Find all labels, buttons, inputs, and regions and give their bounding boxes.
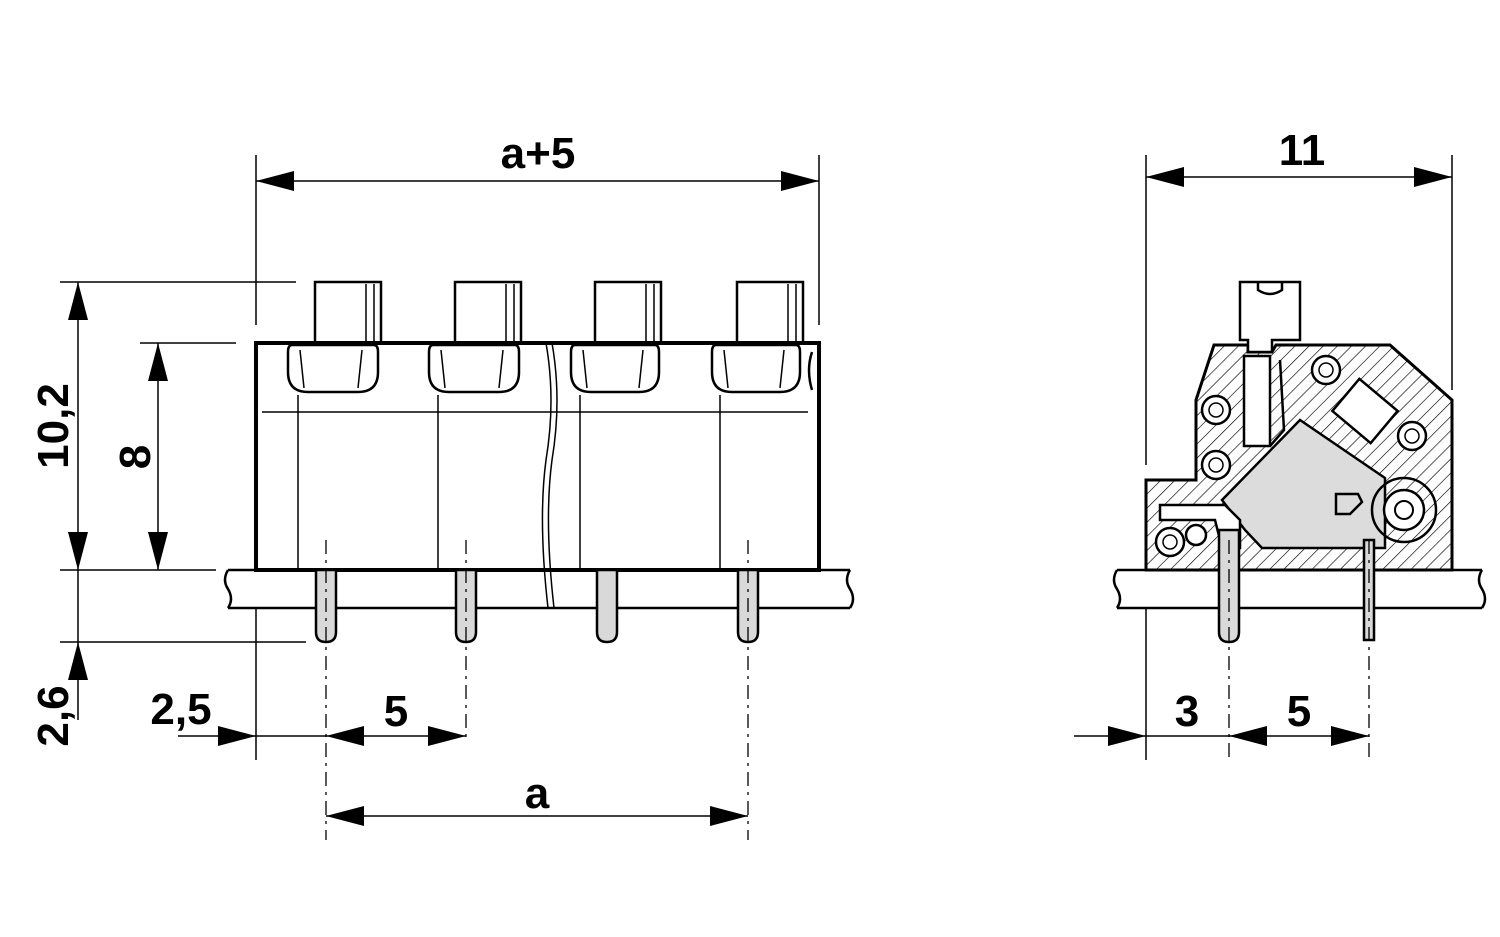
dim-a-plus-5: a+5 [256,129,819,191]
front-wire-openings [286,343,814,394]
dim-3-and-5: 3 5 [1074,687,1369,746]
dim-label-2-5: 2,5 [150,685,211,734]
side-pin-centerlines [1228,540,1370,760]
dim-label-2-6: 2,6 [29,685,78,746]
side-extension-lines [1145,155,1453,760]
dim-a: a [326,769,748,826]
dim-label-a: a [525,769,550,818]
side-clamp-spring [1220,418,1387,550]
dim-2-5-and-5: 2,5 5 [150,685,466,746]
dim-2-6: 2,6 [29,570,88,747]
dim-10-2: 10,2 [29,282,88,570]
front-pin-centerlines [325,540,749,840]
side-housing-holes [1154,354,1428,558]
dim-label-10-2: 10,2 [29,383,78,469]
side-pcb [1112,568,1487,610]
side-pins [1217,528,1376,644]
dim-8: 8 [111,343,168,570]
side-push-button [1238,280,1302,448]
front-break-line [541,342,552,609]
side-view: 11 3 5 [1074,126,1487,760]
front-housing [254,341,821,572]
front-section-lines [297,395,721,568]
front-extension-lines [60,155,820,760]
dim-label-8: 8 [111,445,160,469]
side-spring-coil [1370,476,1438,544]
dim-label-3: 3 [1175,687,1199,736]
side-clamp-slot [1334,492,1364,516]
side-release-block [1330,377,1400,445]
dim-label-11: 11 [1279,126,1326,175]
front-pins [314,568,760,644]
front-view: a+5 10,2 8 2,6 2,5 5 [29,129,855,840]
front-push-buttons [313,280,805,345]
dim-label-a-plus-5: a+5 [501,129,576,178]
dim-11: 11 [1146,126,1452,187]
dim-label-5-front: 5 [384,687,408,736]
dim-label-5-side: 5 [1287,687,1311,736]
